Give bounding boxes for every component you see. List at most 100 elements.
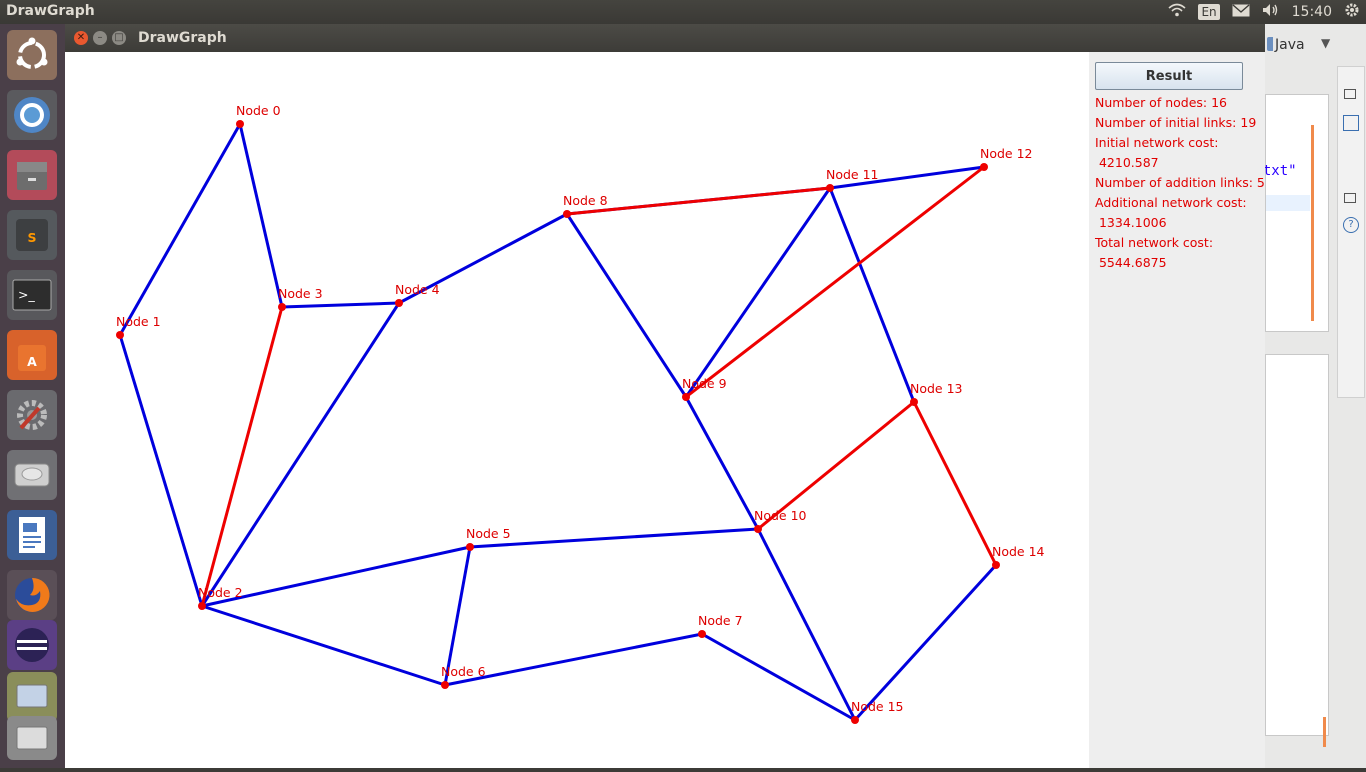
maximize-window-button[interactable]: □ xyxy=(112,31,126,45)
clock[interactable]: 15:40 xyxy=(1291,4,1332,20)
graph-node-11 xyxy=(826,184,834,192)
graph-node-15 xyxy=(851,716,859,724)
perspective-label: Java xyxy=(1273,37,1305,53)
node-label: Node 7 xyxy=(698,613,743,628)
window-titlebar[interactable]: ✕ – □ DrawGraph xyxy=(65,24,1265,52)
initial-link-8-9 xyxy=(565,213,688,398)
node-label: Node 2 xyxy=(198,585,243,600)
gear-icon[interactable] xyxy=(1344,2,1360,22)
node-label: Node 5 xyxy=(466,526,511,541)
chromium-icon[interactable] xyxy=(7,90,57,140)
node-label: Node 9 xyxy=(682,376,727,391)
additional-cost-label: Additional network cost: xyxy=(1095,195,1247,210)
node-label: Node 6 xyxy=(441,664,486,679)
eclipse-icon[interactable] xyxy=(7,620,57,670)
initial-link-4-8 xyxy=(398,212,568,305)
initial-link-3-4 xyxy=(281,301,400,309)
outline-icon[interactable] xyxy=(1343,115,1359,131)
added-link-13-14 xyxy=(912,401,998,566)
graph-node-9 xyxy=(682,393,690,401)
ubuntu-dash-icon[interactable] xyxy=(7,30,57,80)
graph-node-14 xyxy=(992,561,1000,569)
svg-text:S: S xyxy=(27,230,36,245)
initial-link-11-12 xyxy=(829,165,985,190)
system-settings-icon[interactable] xyxy=(7,390,57,440)
graph-node-3 xyxy=(278,303,286,311)
graph-node-2 xyxy=(198,602,206,610)
graph-node-10 xyxy=(754,525,762,533)
software-center-icon[interactable]: A xyxy=(7,330,57,380)
files-icon[interactable] xyxy=(7,150,57,200)
minimize-window-button[interactable]: – xyxy=(93,31,107,45)
initial-link-11-13 xyxy=(828,187,916,403)
added-link-3-2 xyxy=(200,306,284,607)
system-tray: En 15:40 xyxy=(1168,2,1360,22)
mail-icon[interactable] xyxy=(1232,3,1250,21)
keyboard-layout-indicator[interactable]: En xyxy=(1198,4,1220,20)
libreoffice-writer-icon[interactable] xyxy=(7,510,57,560)
initial-link-5-6 xyxy=(443,546,472,686)
total-cost-value: 5544.6875 xyxy=(1095,255,1167,270)
launcher: S >_ A xyxy=(0,24,65,768)
node-label: Node 3 xyxy=(278,286,323,301)
additional-cost-value: 1334.1006 xyxy=(1095,215,1167,230)
workspace-switcher-icon[interactable] xyxy=(7,672,57,722)
initial-links-label: Number of initial links: 19 xyxy=(1095,115,1257,130)
initial-link-11-9 xyxy=(684,187,832,398)
background-ide-window: Java ▼ e.txt" ? xyxy=(1246,24,1366,768)
initial-link-4-2 xyxy=(200,302,401,607)
initial-link-6-7 xyxy=(444,632,703,687)
initial-link-5-2 xyxy=(201,545,471,608)
initial-link-9-10 xyxy=(684,396,760,530)
terminal-icon[interactable]: >_ xyxy=(7,270,57,320)
top-panel: DrawGraph En 15:40 xyxy=(0,0,1366,24)
help-icon[interactable]: ? xyxy=(1343,217,1359,233)
ide-bottom-pane[interactable] xyxy=(1265,354,1329,747)
initial-link-15-14 xyxy=(853,563,998,722)
node-label: Node 0 xyxy=(236,103,281,118)
node-label: Node 14 xyxy=(992,544,1045,559)
wifi-icon[interactable] xyxy=(1168,3,1186,21)
added-link-8-11 xyxy=(566,186,831,216)
node-label: Node 15 xyxy=(851,699,904,714)
node-label: Node 4 xyxy=(395,282,440,297)
volume-icon[interactable] xyxy=(1262,3,1280,21)
chevron-down-icon[interactable]: ▼ xyxy=(1321,36,1331,50)
close-window-button[interactable]: ✕ xyxy=(74,31,88,45)
window-title: DrawGraph xyxy=(138,30,227,46)
initial-cost-value: 4210.587 xyxy=(1095,155,1159,170)
restore-icon[interactable] xyxy=(1344,193,1356,203)
graph-node-5 xyxy=(466,543,474,551)
perspective-switcher[interactable]: Java ▼ xyxy=(1265,34,1355,58)
graph-node-1 xyxy=(116,331,124,339)
sublime-text-icon[interactable]: S xyxy=(7,210,57,260)
svg-text:A: A xyxy=(27,354,37,369)
node-label: Node 8 xyxy=(563,193,608,208)
node-label: Node 10 xyxy=(754,508,807,523)
node-label: Node 11 xyxy=(826,167,879,182)
restore-icon[interactable] xyxy=(1344,89,1356,99)
scroll-marker xyxy=(1311,125,1314,321)
firefox-icon[interactable] xyxy=(7,570,57,620)
graph-node-6 xyxy=(441,681,449,689)
initial-link-7-15 xyxy=(701,632,856,722)
added-link-12-9 xyxy=(685,165,985,399)
initial-link-0-3 xyxy=(238,123,284,308)
result-button[interactable]: Result xyxy=(1095,62,1243,90)
scroll-marker xyxy=(1323,717,1326,747)
code-editor[interactable]: e.txt" xyxy=(1246,94,1329,332)
result-panel: Result Number of nodes: 16 Number of ini… xyxy=(1089,52,1265,768)
addition-links-label: Number of addition links: 5 xyxy=(1095,175,1265,190)
disk-icon[interactable] xyxy=(7,450,57,500)
graph-node-8 xyxy=(563,210,571,218)
node-label: Node 12 xyxy=(980,146,1033,161)
initial-link-10-5 xyxy=(469,527,759,549)
graph-node-4 xyxy=(395,299,403,307)
ide-side-toolbar: ? xyxy=(1337,66,1365,398)
trash-icon[interactable] xyxy=(7,716,57,760)
initial-link-0-1 xyxy=(118,123,242,336)
current-line-highlight xyxy=(1266,195,1310,211)
